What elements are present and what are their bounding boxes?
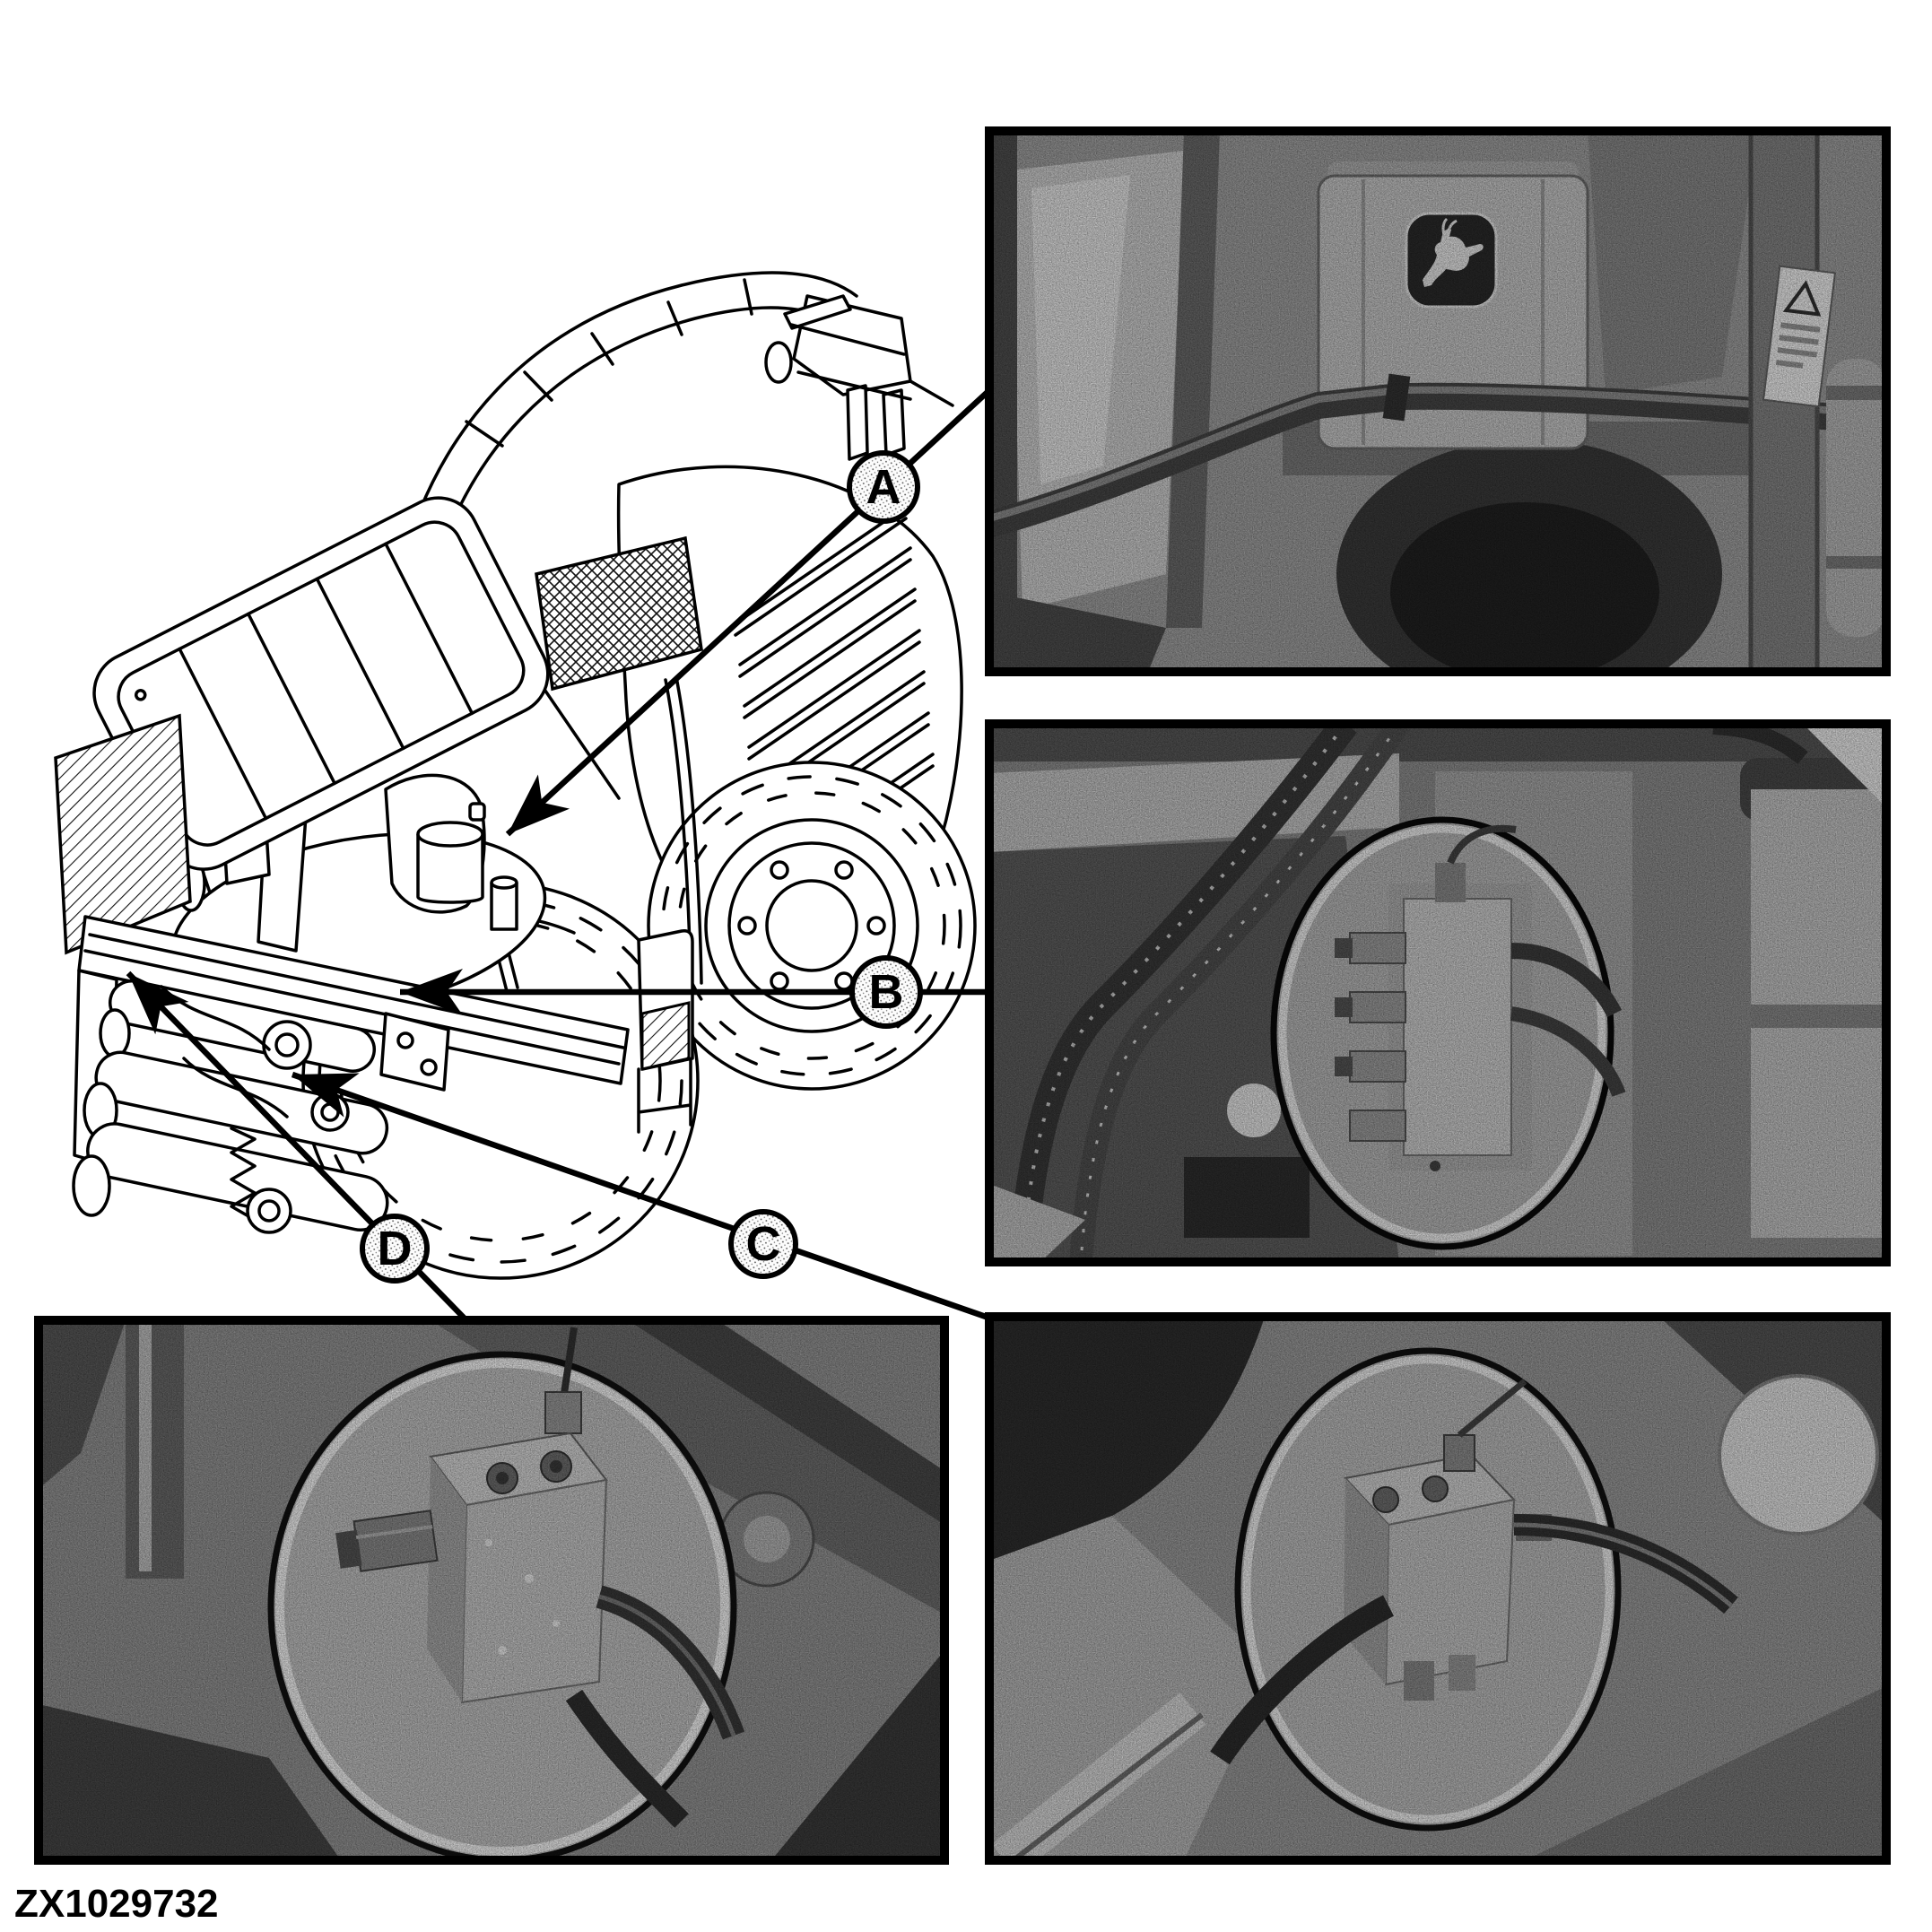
machine-line-drawing xyxy=(54,271,977,1280)
photo-inset-d xyxy=(34,1316,949,1865)
callout-b-letter: B xyxy=(869,965,904,1019)
callout-d-letter: D xyxy=(378,1222,413,1275)
callout-c-badge: C xyxy=(728,1209,798,1279)
tension-spring xyxy=(230,1127,257,1222)
callout-d-badge: D xyxy=(360,1214,430,1284)
photo-inset-b xyxy=(985,719,1891,1266)
leader-line-c xyxy=(291,1071,988,1320)
callout-c-letter: C xyxy=(746,1217,781,1271)
side-screen xyxy=(54,713,192,955)
callout-b-badge: B xyxy=(849,955,923,1029)
photo-inset-c xyxy=(985,1312,1891,1865)
crop-header xyxy=(54,713,630,1234)
callout-a-badge: A xyxy=(847,450,920,524)
photo-frame xyxy=(985,126,1891,676)
photo-frame xyxy=(985,1312,1891,1865)
intake-screen xyxy=(535,535,703,692)
photo-inset-a xyxy=(985,126,1891,676)
callout-a-letter: A xyxy=(866,460,901,514)
access-step xyxy=(637,929,694,1134)
right-drive-wheel xyxy=(647,761,977,1091)
washer-reservoir xyxy=(416,802,518,931)
photo-frame xyxy=(985,719,1891,1266)
figure-code: ZX1029732 xyxy=(14,1882,219,1926)
photo-frame xyxy=(34,1316,949,1865)
